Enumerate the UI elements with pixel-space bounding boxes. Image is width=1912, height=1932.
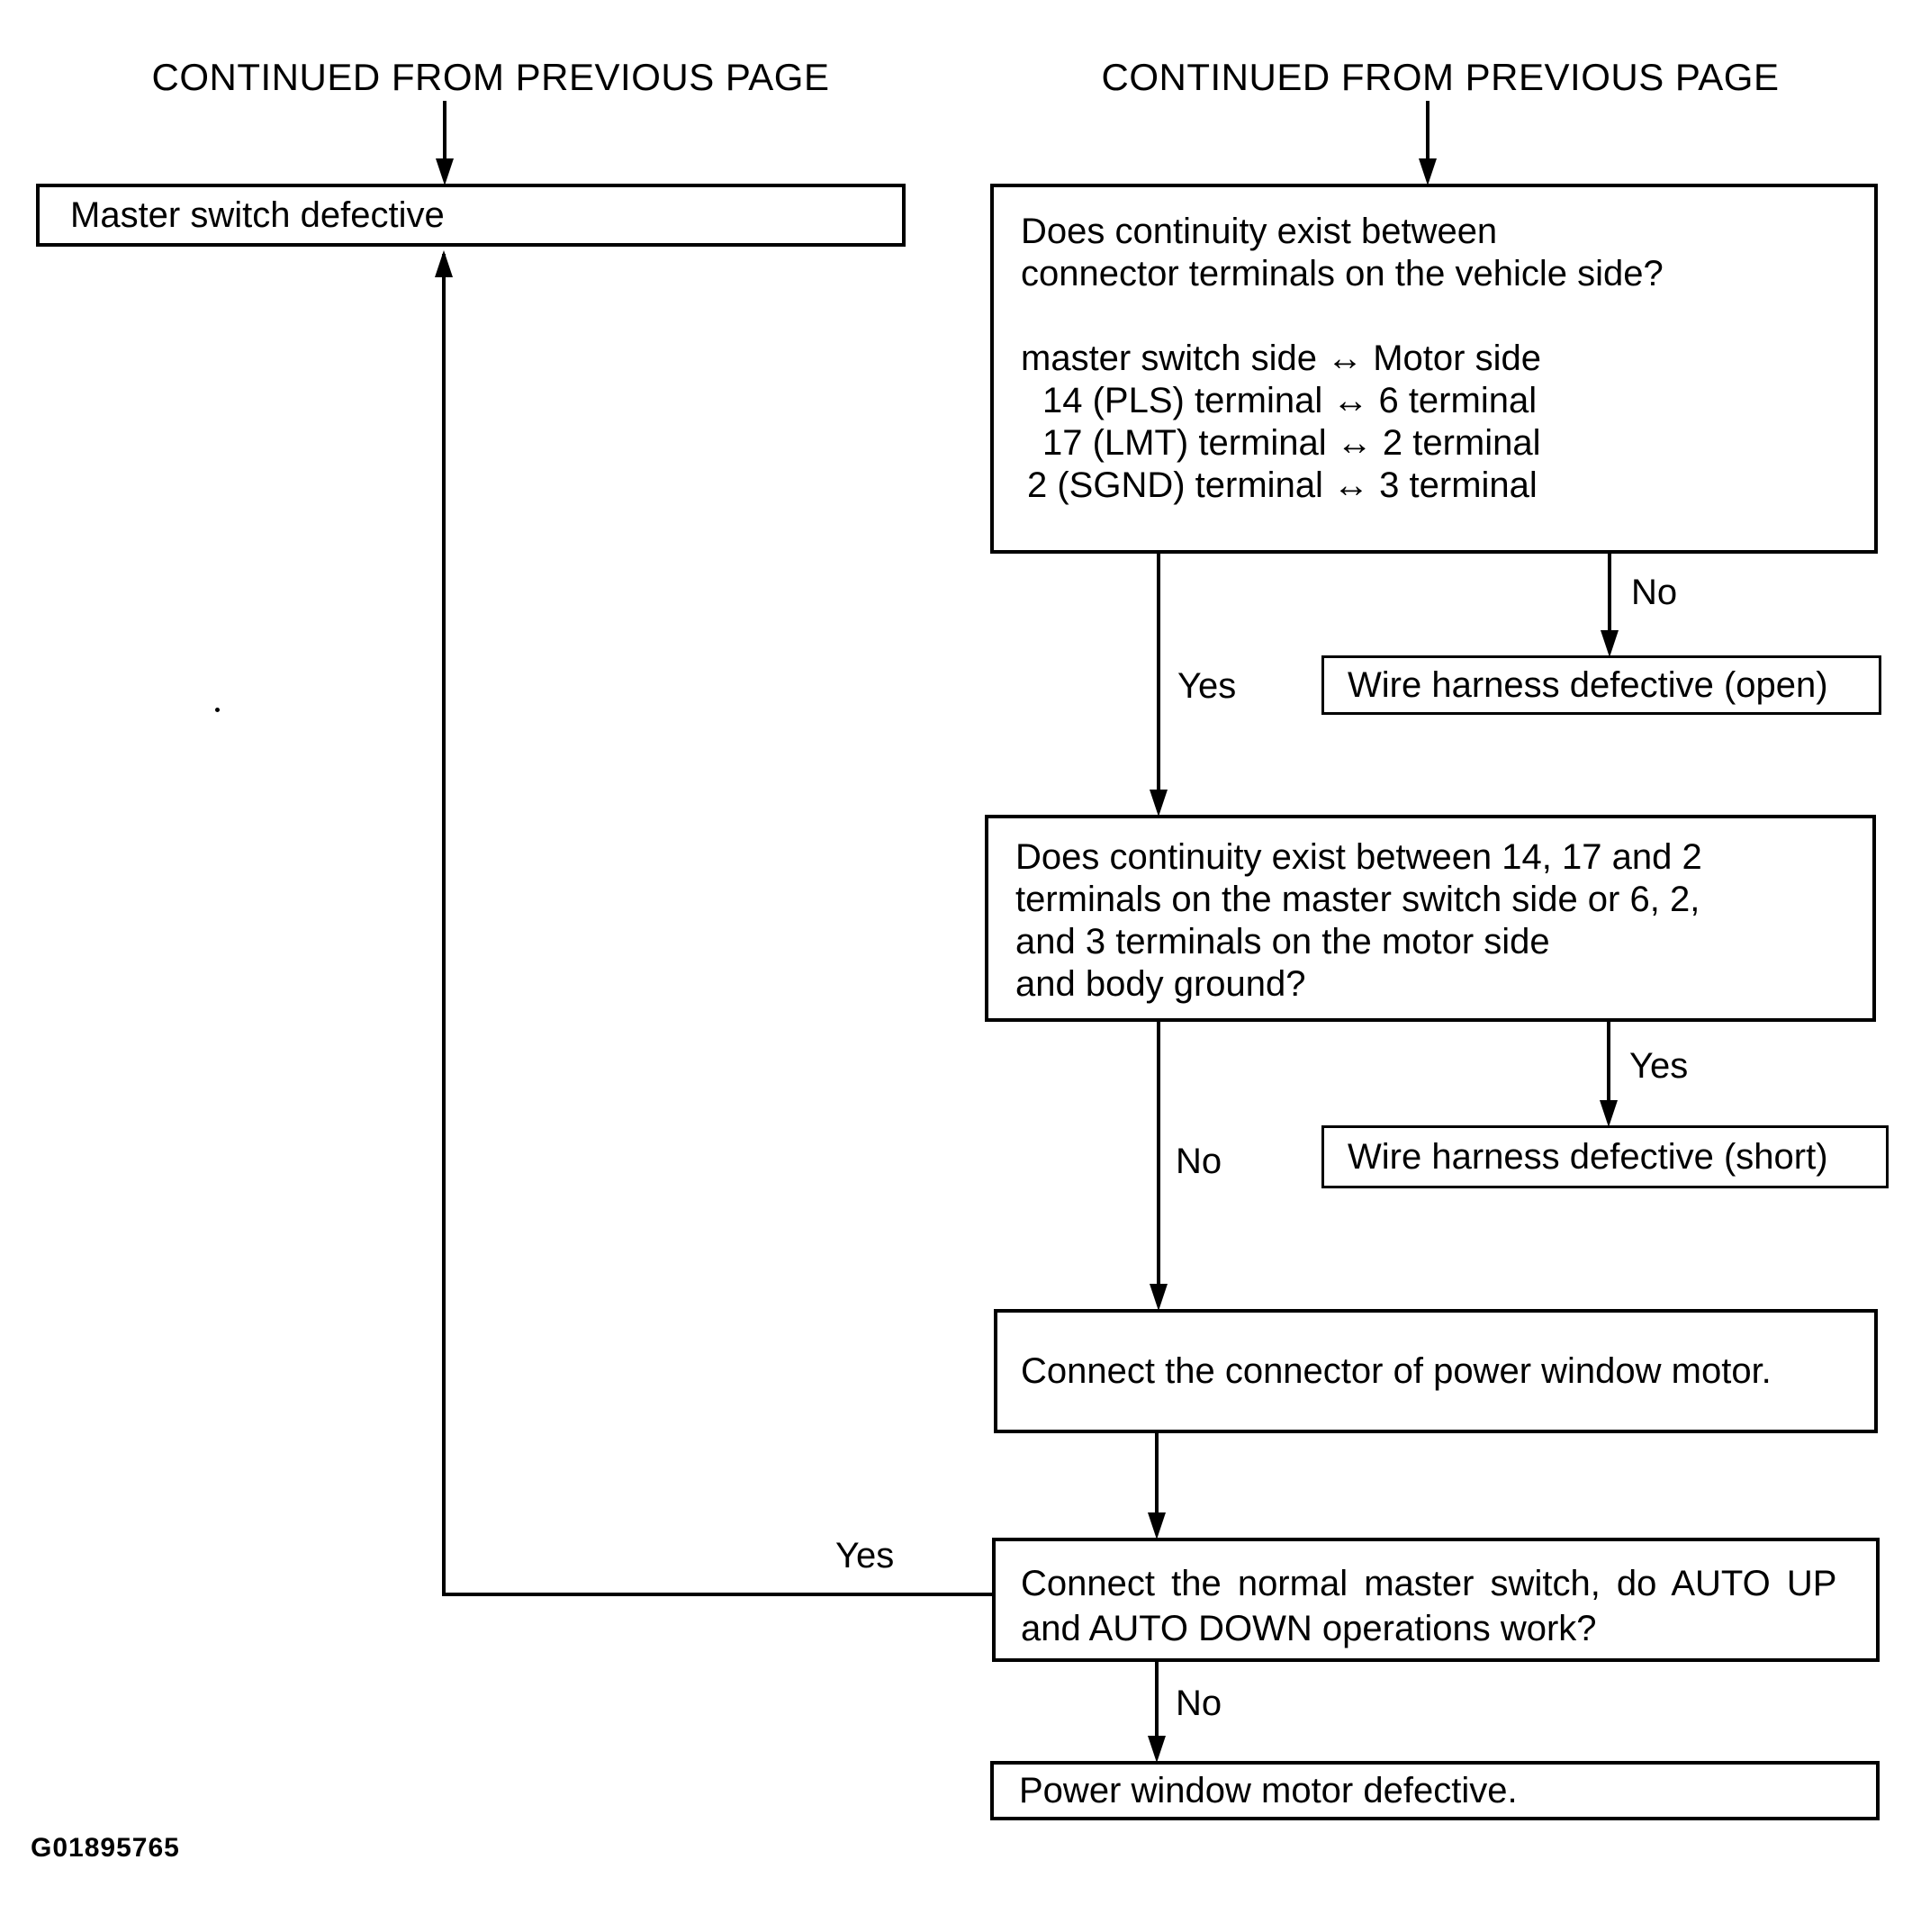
label-yes-2: Yes [1629, 1046, 1689, 1086]
box-master-switch-defective-label: Master switch defective [70, 195, 445, 235]
flow-line-header-left [443, 101, 446, 160]
flow-line-yes-2 [1607, 1022, 1610, 1101]
box-wire-harness-open: Wire harness defective (open) [1321, 655, 1881, 715]
flow-line-no-3 [1155, 1662, 1159, 1736]
arrowhead-down-header-right [1419, 158, 1437, 185]
flow-line-feedback-horizontal [442, 1593, 995, 1596]
connect-normal-master-switch-line-2: and AUTO DOWN operations work? [1021, 1609, 1597, 1648]
flow-line-connector-3 [1155, 1433, 1159, 1512]
connect-normal-master-switch-line-1: Connect the normal master switch, do AUT… [1021, 1564, 1837, 1603]
flow-line-feedback-vertical [442, 254, 446, 1596]
continuity-ground-line-2: terminals on the master switch side or 6… [1015, 880, 1700, 919]
continued-header-right: CONTINUED FROM PREVIOUS PAGE [1101, 56, 1780, 98]
box-continuity-body-ground: Does continuity exist between 14, 17 and… [985, 815, 1876, 1022]
continuity-vehicle-line-6: 17 (LMT) terminal ↔ 2 terminal [1042, 423, 1541, 463]
continuity-ground-line-4: and body ground? [1015, 964, 1306, 1004]
arrowhead-down-no-3 [1148, 1736, 1166, 1763]
continuity-ground-line-1: Does continuity exist between 14, 17 and… [1015, 837, 1702, 877]
box-connect-motor-connector-label: Connect the connector of power window mo… [1021, 1350, 1772, 1391]
continuity-vehicle-line-7: 2 (SGND) terminal ↔ 3 terminal [1027, 465, 1538, 505]
box-connect-normal-master-switch: Connect the normal master switch, do AUT… [992, 1538, 1880, 1662]
arrowhead-down-no-1 [1601, 630, 1619, 657]
box-power-window-motor-defective-label: Power window motor defective. [1019, 1771, 1518, 1810]
continuity-ground-line-3: and 3 terminals on the motor side [1015, 922, 1550, 961]
label-no-2: No [1176, 1142, 1222, 1181]
flow-line-no-2 [1157, 1022, 1160, 1285]
box-continuity-vehicle-side: Does continuity exist between connector … [990, 184, 1878, 554]
label-no-1: No [1631, 573, 1678, 612]
label-no-3: No [1176, 1684, 1222, 1723]
arrowhead-down-no-2 [1150, 1284, 1168, 1311]
box-wire-harness-short: Wire harness defective (short) [1321, 1125, 1889, 1188]
continuity-vehicle-line-4: master switch side ↔ Motor side [1021, 339, 1541, 378]
continuity-vehicle-line-1: Does continuity exist between [1021, 212, 1498, 251]
figure-code: G01895765 [31, 1833, 180, 1863]
scan-artifact-dot [215, 708, 220, 712]
continuity-vehicle-line-2: connector terminals on the vehicle side? [1021, 254, 1664, 293]
flow-line-header-right [1426, 101, 1429, 160]
continuity-vehicle-line-5: 14 (PLS) terminal ↔ 6 terminal [1042, 381, 1538, 420]
continuity-vehicle-line-3 [1021, 295, 1856, 338]
box-wire-harness-open-label: Wire harness defective (open) [1348, 665, 1828, 705]
box-wire-harness-short-label: Wire harness defective (short) [1348, 1137, 1828, 1177]
arrowhead-down-yes-2 [1600, 1100, 1618, 1127]
box-power-window-motor-defective: Power window motor defective. [990, 1761, 1880, 1820]
arrowhead-down-yes-1 [1150, 790, 1168, 817]
box-connect-motor-connector: Connect the connector of power window mo… [994, 1309, 1878, 1433]
label-yes-3: Yes [835, 1536, 895, 1575]
label-yes-1: Yes [1177, 666, 1237, 706]
flow-line-no-1 [1608, 554, 1611, 631]
flow-line-yes-1 [1157, 554, 1160, 791]
arrowhead-down-connector-3 [1148, 1512, 1166, 1539]
continued-header-left: CONTINUED FROM PREVIOUS PAGE [151, 56, 830, 98]
box-master-switch-defective: Master switch defective [36, 184, 906, 247]
arrowhead-down-header-left [436, 158, 454, 185]
